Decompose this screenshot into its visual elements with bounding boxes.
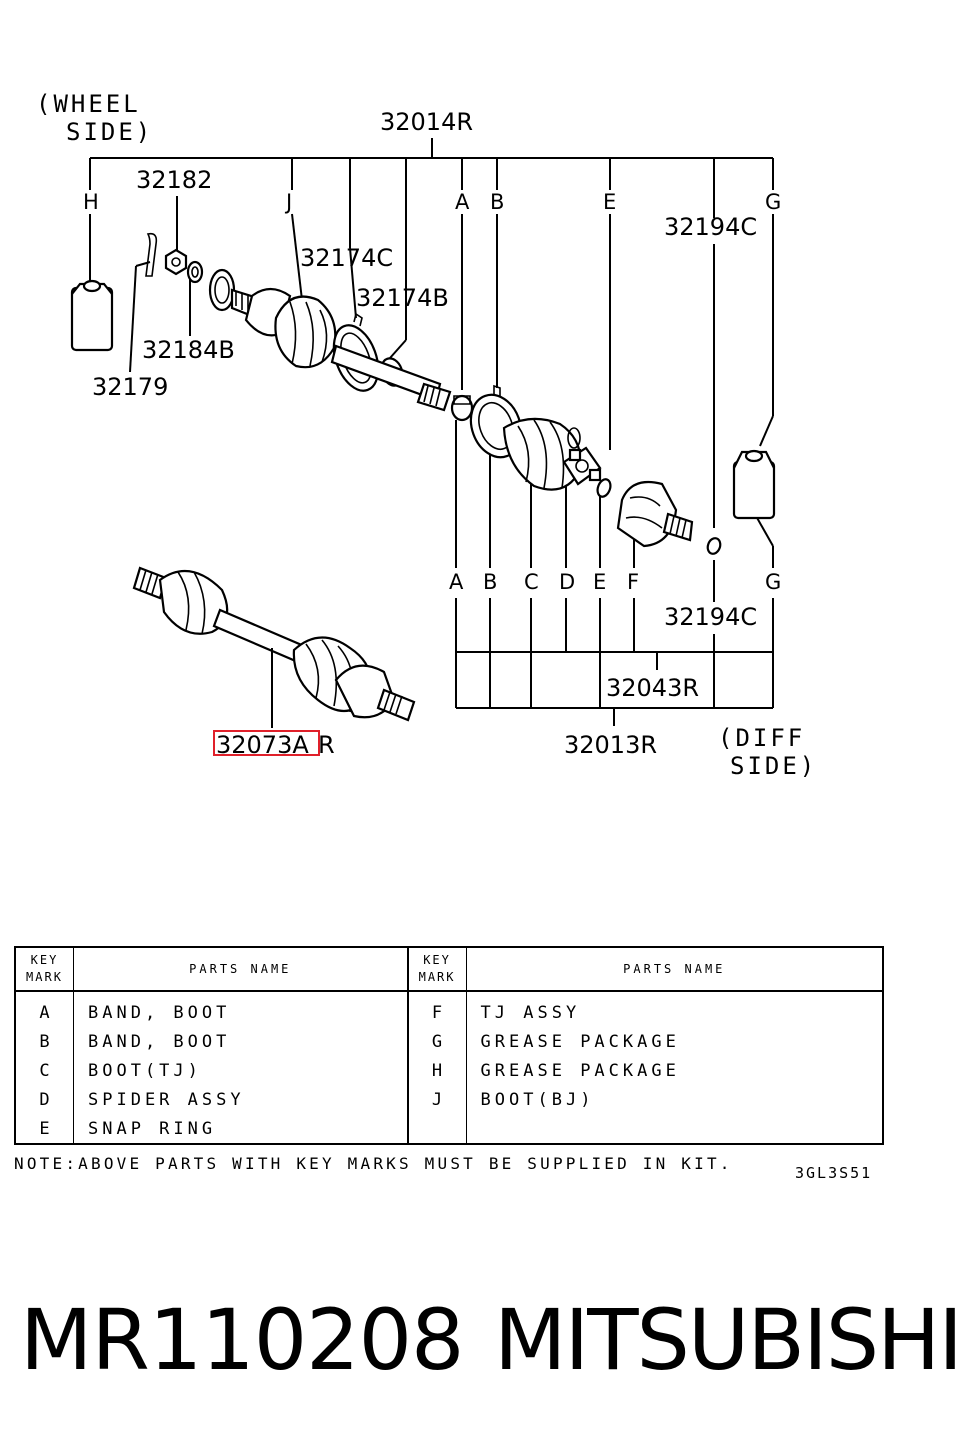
key-mark-cell: H [407, 1056, 467, 1085]
part-name-cell: BOOT(BJ) [480, 1089, 595, 1110]
parts-name-header-right: PARTS NAME [466, 947, 883, 992]
diff-side-label-1: (DIFF [718, 724, 805, 752]
cotter-pin-icon [145, 232, 158, 277]
grease-package-h-icon [70, 279, 114, 352]
grease-package-g-icon [732, 449, 776, 520]
key-letter-j-top: J [284, 190, 292, 214]
bracket-32014r [89, 138, 774, 248]
table-row: C BOOT(TJ) H GREASE PACKAGE [15, 1056, 883, 1085]
key-mark-cell: F [407, 991, 467, 1027]
key-mark-cell [407, 1114, 467, 1144]
key-letter-a-top: A [455, 190, 470, 214]
part-label-32182: 32182 [136, 166, 212, 194]
key-letter-b-bottom: B [483, 570, 497, 594]
part-label-32194c-top: 32194C [664, 213, 757, 241]
key-letter-e-top: E [603, 190, 616, 214]
drive-shaft-icon [330, 344, 452, 412]
part-label-32013r: 32013R [564, 731, 657, 759]
part-name-cell [466, 1114, 883, 1144]
part-label-32194c-bottom: 32194C [664, 603, 757, 631]
parts-name-header-left: PARTS NAME [73, 947, 409, 992]
drawing-code: 3GL3S51 [795, 1164, 873, 1182]
table-row: B BAND, BOOT G GREASE PACKAGE [15, 1027, 883, 1056]
key-mark-cell: B [15, 1027, 74, 1056]
key-letter-a-bottom: A [449, 570, 464, 594]
part-name-cell: TJ ASSY [480, 1002, 581, 1023]
key-mark-cell: D [15, 1085, 74, 1114]
table-row: E SNAP RING [15, 1114, 883, 1144]
key-mark-cell: E [15, 1114, 74, 1144]
part-label-32174c: 32174C [300, 244, 393, 272]
diff-side-label-2: SIDE) [730, 752, 817, 780]
wheel-side-label-2: SIDE) [66, 118, 153, 146]
table-row: D SPIDER ASSY J BOOT(BJ) [15, 1085, 883, 1114]
key-letter-c-bottom: C [524, 570, 539, 594]
part-label-32043r: 32043R [606, 674, 699, 702]
key-letter-e-bottom: E [593, 570, 606, 594]
brand-title: MITSUBISHI [494, 1291, 960, 1389]
circlip-icon [706, 537, 722, 555]
part-label-32184b: 32184B [142, 336, 235, 364]
part-name-cell: SNAP RING [73, 1114, 409, 1144]
snap-ring-wheel-side-icon [208, 268, 236, 312]
snap-ring-e-icon [596, 478, 612, 498]
assembled-drive-shaft-icon [132, 566, 416, 728]
key-mark-cell: J [407, 1085, 467, 1114]
part-name-cell: GREASE PACKAGE [480, 1060, 680, 1081]
key-mark-cell: C [15, 1056, 74, 1085]
nut-icon [164, 248, 188, 276]
key-letter-h-top: H [83, 190, 99, 214]
leader-lines [89, 196, 774, 602]
band-boot-a-icon [450, 394, 474, 422]
part-number-title: MR110208 [20, 1291, 464, 1389]
key-letter-b-top: B [490, 190, 504, 214]
kit-note: NOTE:ABOVE PARTS WITH KEY MARKS MUST BE … [14, 1154, 733, 1173]
wheel-side-label-1: (WHEEL [36, 90, 141, 118]
part-label-32073a-suffix: R [318, 731, 335, 759]
part-label-32179: 32179 [92, 373, 168, 401]
key-mark-cell: G [407, 1027, 467, 1056]
washer-icon [186, 260, 204, 284]
part-label-32014r: 32014R [380, 108, 473, 136]
part-name-cell: SPIDER ASSY [73, 1085, 409, 1114]
bracket-32043r-32013r [455, 598, 774, 726]
part-name-cell: GREASE PACKAGE [480, 1031, 680, 1052]
part-name-cell: BAND, BOOT [73, 991, 409, 1027]
tj-assy-icon [616, 480, 694, 548]
key-letter-d-bottom: D [559, 570, 575, 594]
exploded-parts-diagram: (WHEEL SIDE) (DIFF SIDE) 32014R H J A B … [36, 90, 817, 780]
key-letter-f-bottom: F [627, 570, 639, 594]
boot-bj-icon [274, 295, 337, 369]
part-name-cell: BOOT(TJ) [73, 1056, 409, 1085]
highlight-box [213, 730, 320, 756]
key-letter-g-bottom: G [765, 570, 781, 594]
key-letter-g-top: G [765, 190, 781, 214]
spider-assy-icon [562, 446, 602, 486]
table-row: A BAND, BOOT F TJ ASSY [15, 991, 883, 1027]
part-label-32174b: 32174B [356, 284, 449, 312]
part-name-cell: BAND, BOOT [73, 1027, 409, 1056]
key-mark-cell: A [15, 991, 74, 1027]
part-label-32073a: 32073A [216, 731, 309, 759]
lower-leader-lines [455, 420, 635, 568]
